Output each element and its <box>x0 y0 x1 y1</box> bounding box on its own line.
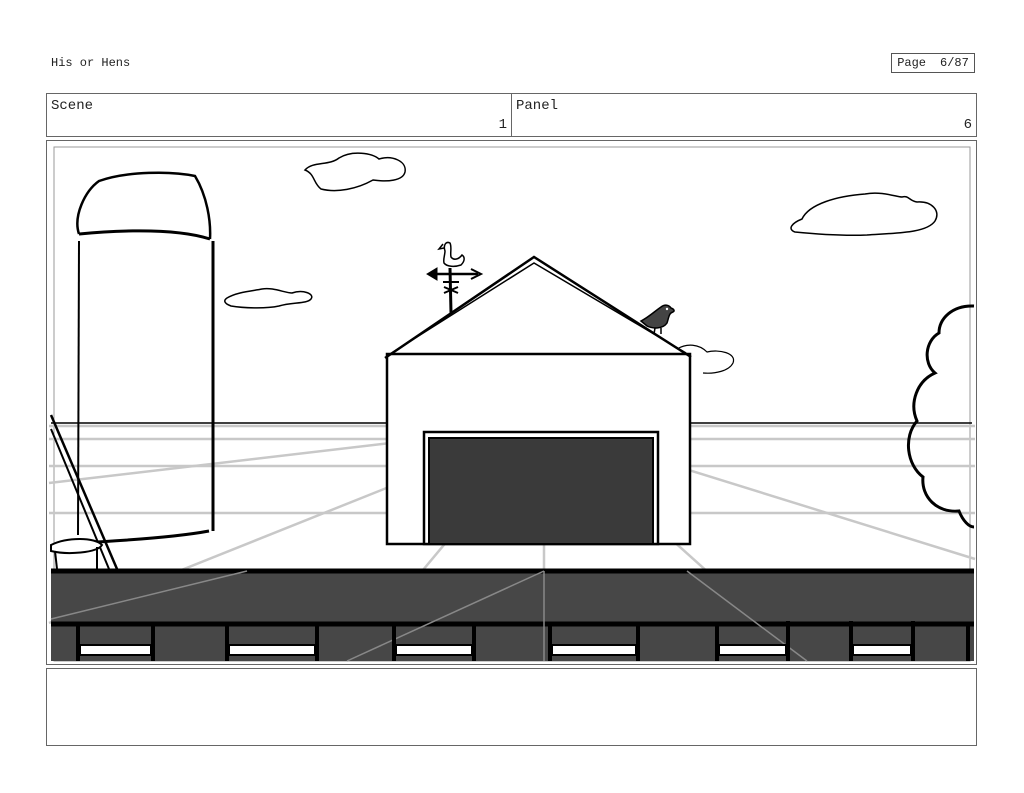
cloud-4 <box>676 344 735 374</box>
cloud-2 <box>224 287 313 309</box>
deck-posts <box>76 621 970 661</box>
scene-label: Scene <box>51 98 94 114</box>
rooster-icon <box>442 241 465 268</box>
tree <box>906 304 975 529</box>
deck-guides <box>50 570 808 662</box>
barn-door <box>428 437 654 545</box>
panel-label: Panel <box>516 98 559 114</box>
page-label: Page <box>897 56 926 70</box>
panel-notes-box[interactable] <box>46 668 977 746</box>
cloud-3 <box>790 192 938 237</box>
document-title: His or Hens <box>51 56 131 70</box>
storyboard-drawing <box>48 146 976 662</box>
deck <box>50 568 974 662</box>
barn <box>384 255 692 546</box>
deck-rails <box>79 644 912 656</box>
storyboard-panel <box>46 140 977 665</box>
page-number: 6/87 <box>940 56 969 70</box>
silo <box>76 171 215 545</box>
panel-number: 6 <box>963 117 972 133</box>
panel-cell: Panel 6 <box>511 94 976 136</box>
cloud-1 <box>303 152 406 192</box>
bird-icon <box>639 304 675 335</box>
scene-number: 1 <box>498 117 507 133</box>
bucket <box>50 538 104 570</box>
weathervane-icon <box>426 241 484 314</box>
page-indicator: Page 6/87 <box>891 53 975 73</box>
scene-cell: Scene 1 <box>47 94 511 136</box>
scene-panel-info-row: Scene 1 Panel 6 <box>46 93 977 137</box>
